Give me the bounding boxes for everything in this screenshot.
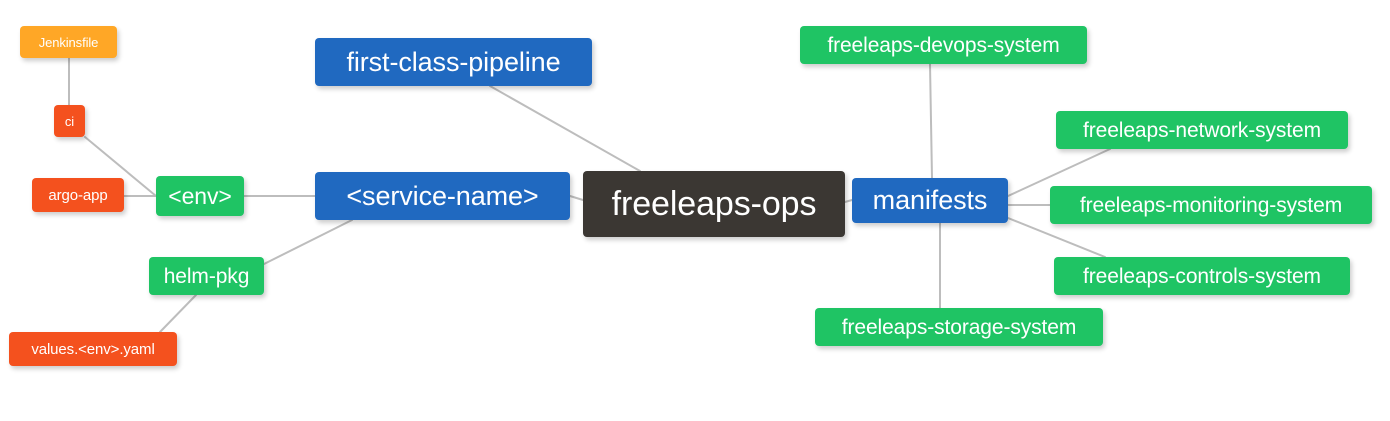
node-label-freeleaps-devops-system: freeleaps-devops-system <box>827 33 1060 57</box>
node-label-service-name: <service-name> <box>346 180 539 211</box>
node-freeleaps-devops-system[interactable]: freeleaps-devops-system <box>800 26 1087 64</box>
node-label-argo-app: argo-app <box>48 186 108 204</box>
node-service-name[interactable]: <service-name> <box>315 172 570 220</box>
node-freeleaps-storage-system[interactable]: freeleaps-storage-system <box>815 308 1103 346</box>
node-label-ci: ci <box>64 113 75 129</box>
edge-manifests-to-freeleaps-devops-system <box>929 63 933 179</box>
node-label-freeleaps-monitoring-system: freeleaps-monitoring-system <box>1079 193 1343 217</box>
node-label-freeleaps-storage-system: freeleaps-storage-system <box>841 315 1077 339</box>
node-label-first-class-pipeline: first-class-pipeline <box>346 46 561 77</box>
node-freeleaps-controls-system[interactable]: freeleaps-controls-system <box>1054 257 1350 295</box>
node-manifests[interactable]: manifests <box>852 178 1008 223</box>
node-freeleaps-monitoring-system[interactable]: freeleaps-monitoring-system <box>1050 186 1372 224</box>
node-label-freeleaps-ops: freeleaps-ops <box>611 185 817 223</box>
node-label-jenkinsfile: Jenkinsfile <box>38 34 99 50</box>
node-label-freeleaps-controls-system: freeleaps-controls-system <box>1083 264 1321 288</box>
node-label-manifests: manifests <box>872 185 988 215</box>
node-helm-pkg[interactable]: helm-pkg <box>149 257 264 295</box>
node-freeleaps-ops[interactable]: freeleaps-ops <box>583 171 845 237</box>
edge-service-name-to-freeleaps-ops <box>569 195 584 201</box>
edge-freeleaps-ops-to-manifests <box>844 199 853 203</box>
node-label-helm-pkg: helm-pkg <box>163 264 250 288</box>
node-env[interactable]: <env> <box>156 176 244 216</box>
edge-values-yaml-to-helm-pkg <box>159 294 197 333</box>
node-values-yaml[interactable]: values.<env>.yaml <box>9 332 177 366</box>
node-label-values-yaml: values.<env>.yaml <box>31 340 155 358</box>
node-label-env: <env> <box>168 182 232 209</box>
node-freeleaps-network-system[interactable]: freeleaps-network-system <box>1056 111 1348 149</box>
node-first-class-pipeline[interactable]: first-class-pipeline <box>315 38 592 86</box>
node-label-freeleaps-network-system: freeleaps-network-system <box>1082 118 1321 142</box>
node-argo-app[interactable]: argo-app <box>32 178 124 212</box>
node-jenkinsfile[interactable]: Jenkinsfile <box>20 26 117 58</box>
node-ci[interactable]: ci <box>54 105 85 137</box>
edge-helm-pkg-to-service-name <box>263 219 353 265</box>
edge-first-class-pipeline-to-freeleaps-ops <box>489 85 641 172</box>
